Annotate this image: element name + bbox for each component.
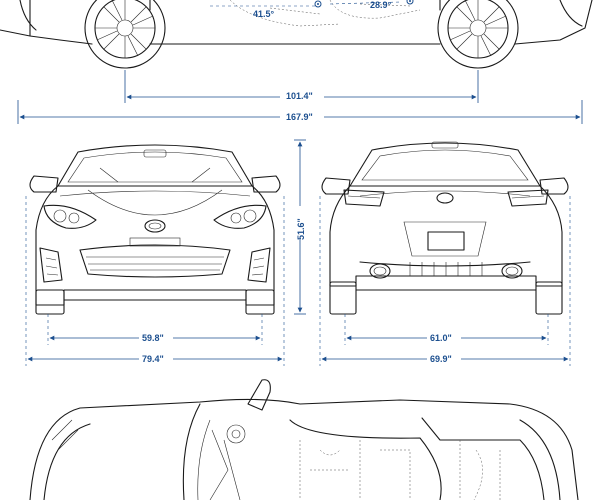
- wheelbase-value: 101.4": [286, 91, 313, 101]
- seat-angle-front: 41.5°: [253, 9, 275, 19]
- overall-length-value: 167.9": [286, 112, 313, 122]
- side-view: 41.5° 28.9°: [0, 0, 593, 69]
- side-dimensions: 101.4" 167.9": [17, 70, 583, 124]
- front-wheel: [84, 0, 166, 69]
- overall-height-value: 51.6": [296, 218, 306, 240]
- rear-view: [321, 141, 569, 315]
- front-view: [29, 144, 281, 315]
- height-dimension: 51.6": [293, 139, 307, 315]
- rear-dimensions: 61.0" 69.9": [319, 196, 571, 366]
- seat-angle-rear: 28.9°: [370, 0, 392, 10]
- rear-wheel: [437, 0, 519, 69]
- rear-width-value: 69.9": [430, 354, 452, 364]
- front-dimensions: 59.8" 79.4": [25, 196, 285, 366]
- top-view: [29, 379, 579, 500]
- rear-track-value: 61.0": [430, 333, 452, 343]
- front-track-value: 59.8": [142, 333, 164, 343]
- front-width-value: 79.4": [142, 354, 164, 364]
